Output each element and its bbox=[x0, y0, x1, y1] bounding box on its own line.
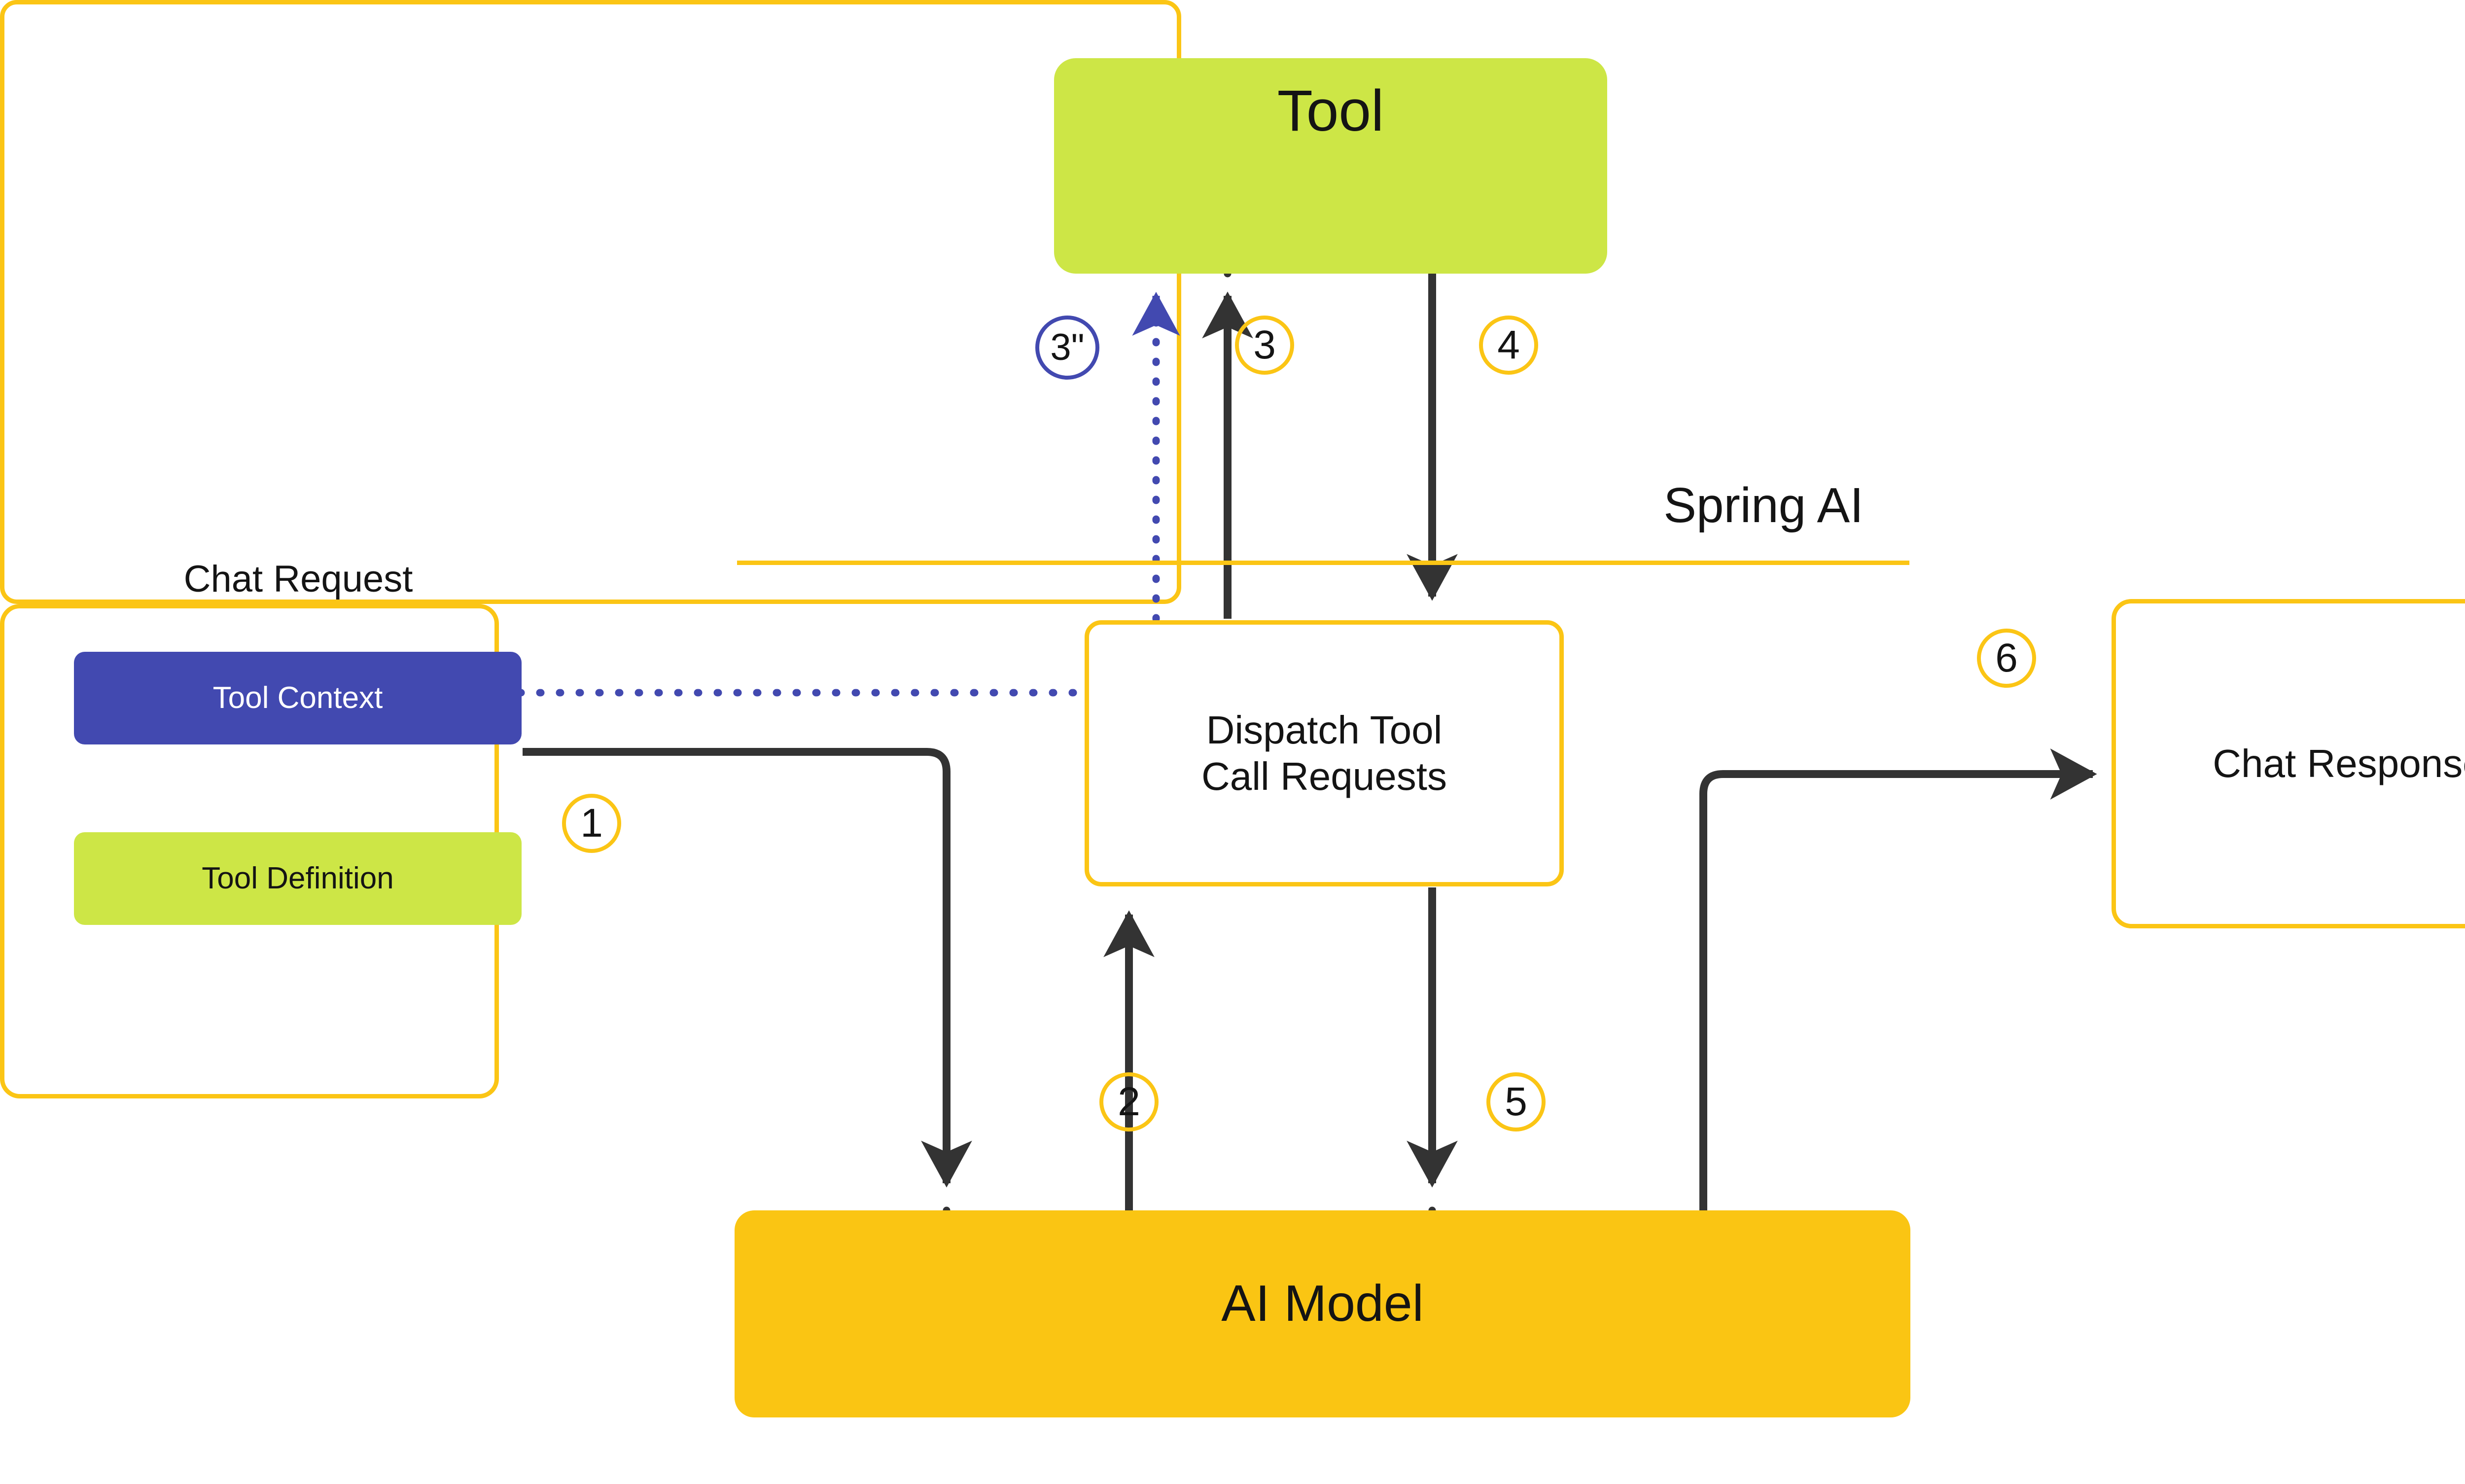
container-spring-ai-title: Spring AI bbox=[1400, 459, 1883, 552]
node-tool-definition[interactable]: Tool Definition bbox=[74, 832, 522, 925]
spring-ai-header-divider bbox=[737, 561, 1909, 565]
step-badge-1: 1 bbox=[562, 794, 621, 853]
step-badge-3-double-prime: 3" bbox=[1035, 316, 1099, 380]
wire-step-1 bbox=[523, 748, 972, 1188]
step-badge-4-label: 4 bbox=[1497, 322, 1520, 367]
step-badge-3: 3 bbox=[1235, 316, 1294, 375]
spring-ai-label: Spring AI bbox=[1663, 478, 1864, 533]
node-tool-label: Tool bbox=[1277, 78, 1384, 143]
node-ai-model-label: AI Model bbox=[1221, 1275, 1424, 1332]
step-badge-5-label: 5 bbox=[1505, 1079, 1527, 1124]
node-chat-response[interactable]: Chat Response bbox=[2112, 599, 2465, 928]
node-tool-context[interactable]: Tool Context bbox=[74, 652, 522, 744]
step-badge-5: 5 bbox=[1486, 1072, 1546, 1131]
node-chat-request-label: Chat Request bbox=[183, 558, 413, 601]
wire-step-6 bbox=[1699, 748, 2097, 1307]
node-ai-model[interactable]: AI Model bbox=[735, 1210, 1910, 1417]
step-badge-3-double-prime-label: 3" bbox=[1050, 326, 1085, 368]
step-badge-6-label: 6 bbox=[1995, 636, 2018, 680]
step-badge-2: 2 bbox=[1099, 1072, 1159, 1131]
step-badge-3-label: 3 bbox=[1253, 322, 1276, 367]
node-tool-definition-label: Tool Definition bbox=[202, 861, 394, 896]
node-tool-context-label: Tool Context bbox=[212, 681, 383, 715]
wire-step-3dd bbox=[516, 307, 1160, 697]
node-chat-request-title: Chat Request bbox=[53, 550, 543, 609]
node-chat-response-label: Chat Response bbox=[2213, 741, 2465, 785]
step-badge-6: 6 bbox=[1977, 629, 2036, 688]
step-badge-1-label: 1 bbox=[580, 801, 603, 846]
node-dispatch-label: Dispatch Tool Call Requests bbox=[1201, 707, 1447, 798]
node-dispatch-tool-call-requests[interactable]: Dispatch Tool Call Requests bbox=[1085, 620, 1564, 886]
step-badge-2-label: 2 bbox=[1118, 1079, 1140, 1124]
node-tool[interactable]: Tool bbox=[1054, 58, 1607, 274]
step-badge-4: 4 bbox=[1479, 316, 1538, 375]
